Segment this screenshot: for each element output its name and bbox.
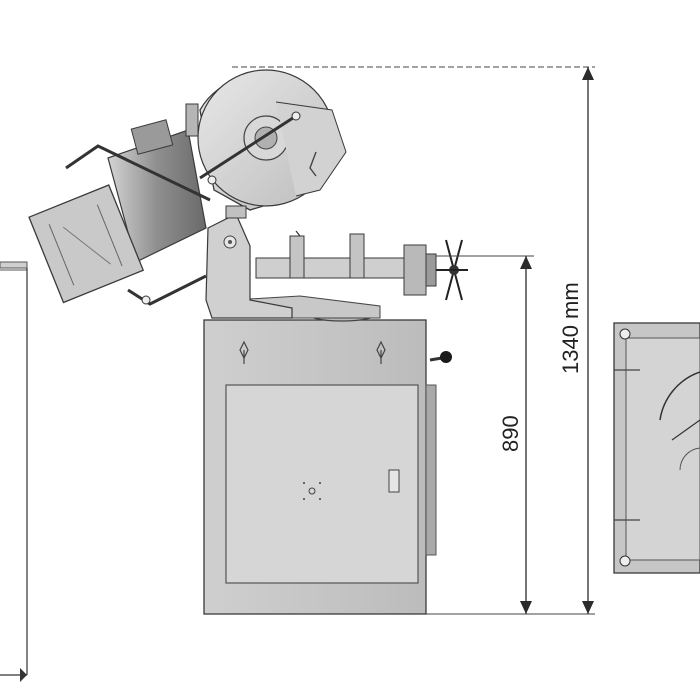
arrowhead-bottom-icon	[582, 601, 594, 614]
door-lock-icon	[303, 482, 321, 500]
door-latch	[388, 469, 400, 493]
motor-housing	[28, 119, 211, 306]
table-height-label: 890	[498, 415, 523, 452]
vise-assembly	[255, 230, 468, 301]
saw-blade-guard	[185, 69, 347, 219]
cabinet-base	[203, 319, 452, 615]
total-height-label: 1340 mm	[558, 282, 583, 374]
vent-slot-left-icon	[239, 340, 249, 364]
dimension-total-height: 1340 mm	[232, 66, 595, 615]
arrowhead-upper-icon	[520, 256, 532, 269]
pivot-column	[205, 213, 293, 319]
motor-end-cover	[28, 184, 145, 304]
vent-slot-right-icon	[376, 340, 386, 364]
arrowhead-top-icon	[582, 67, 594, 80]
arrowhead-lower-icon	[520, 601, 532, 614]
dimension-table-height: 890	[436, 255, 534, 614]
handwheel-icon	[436, 239, 468, 301]
left-partial-view	[0, 261, 28, 682]
right-partial-view	[613, 322, 700, 574]
handle-knob-icon	[429, 351, 452, 363]
